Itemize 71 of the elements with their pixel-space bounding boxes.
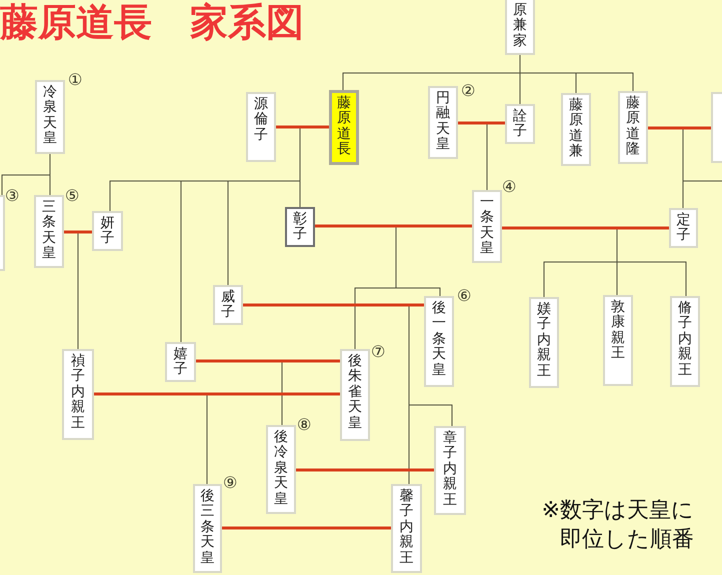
- person-name: 詮子: [513, 109, 527, 140]
- marriage-line: [648, 126, 711, 130]
- person-box: [618, 91, 648, 164]
- lineage-line: [396, 227, 440, 296]
- person-name: 冷泉天皇: [43, 85, 57, 147]
- marriage-line: [315, 224, 472, 228]
- person-name: 後冷泉天皇: [274, 430, 288, 507]
- person-name: 後三条天皇: [200, 489, 214, 566]
- person-name: 後一条天皇: [432, 301, 446, 378]
- reign-order-number: ①: [68, 72, 82, 88]
- lineage-line: [408, 306, 410, 484]
- person-name: 三条天皇: [42, 200, 56, 262]
- person-name: 源倫子: [254, 97, 268, 144]
- marriage-line: [222, 526, 391, 530]
- person-name: 後朱雀天皇: [348, 354, 362, 431]
- person-name: 媄子内親王: [537, 302, 551, 379]
- lineage-line: [206, 395, 208, 484]
- person-box: [561, 93, 591, 166]
- reign-order-number: ②: [461, 83, 476, 99]
- reign-order-number: ⑤: [65, 188, 80, 204]
- person-box: [92, 211, 123, 251]
- reign-order-number: ⑧: [297, 417, 312, 433]
- person-box: [529, 297, 559, 388]
- person-box: [246, 92, 276, 162]
- person-name: 脩子内親王: [678, 301, 692, 378]
- person-name: 定子: [676, 213, 690, 244]
- person-name: 禎子内親王: [71, 354, 85, 431]
- marriage-line: [276, 126, 329, 128]
- person-box: [165, 342, 196, 382]
- person-name: 章子内親王: [443, 431, 457, 508]
- person-name: 藤原道兼: [569, 98, 583, 160]
- person-box: [391, 484, 422, 573]
- person-box: [434, 426, 466, 515]
- person-box: [505, 104, 535, 144]
- person-name: 威子: [221, 290, 235, 321]
- person-box: [329, 90, 359, 165]
- marriage-line: [243, 304, 424, 306]
- person-box: [603, 295, 633, 386]
- lineage-line: [486, 124, 488, 190]
- person-box: [670, 296, 700, 387]
- cut-off-person-box: [711, 92, 722, 163]
- person-name: 彰子: [293, 212, 307, 243]
- person-name: 嬉子: [174, 347, 188, 378]
- marriage-line: [458, 122, 505, 124]
- person-name: 馨子内親王: [400, 489, 414, 566]
- reign-order-number: ⑨: [223, 475, 238, 491]
- footnote: ※数字は天皇に即位した順番: [540, 497, 694, 554]
- lineage-line: [682, 129, 722, 208]
- person-name: 円融天皇: [436, 91, 450, 153]
- reign-order-number: ⑦: [371, 344, 386, 360]
- marriage-line: [94, 392, 340, 396]
- lineage-line: [520, 54, 634, 92]
- person-name: 妍子: [100, 216, 114, 247]
- person-box: [505, 0, 535, 55]
- person-name: 一条天皇: [480, 195, 494, 257]
- person-box: [213, 285, 243, 325]
- person-name: 原兼家: [513, 3, 527, 50]
- reign-order-number: ⑥: [457, 288, 472, 304]
- marriage-line: [296, 468, 434, 472]
- person-box: [62, 349, 94, 440]
- reign-order-number: ④: [502, 179, 516, 195]
- reign-order-number: ③: [5, 188, 20, 204]
- person-name: 敦康親王: [611, 300, 625, 362]
- person-name: 藤原道長: [337, 96, 351, 158]
- person-box: [285, 207, 315, 247]
- person-box: [669, 208, 698, 248]
- marriage-line: [502, 226, 669, 230]
- person-name: 藤原道隆: [626, 96, 640, 158]
- marriage-line: [196, 360, 340, 362]
- marriage-line: [64, 230, 92, 234]
- lineage-line: [616, 229, 686, 296]
